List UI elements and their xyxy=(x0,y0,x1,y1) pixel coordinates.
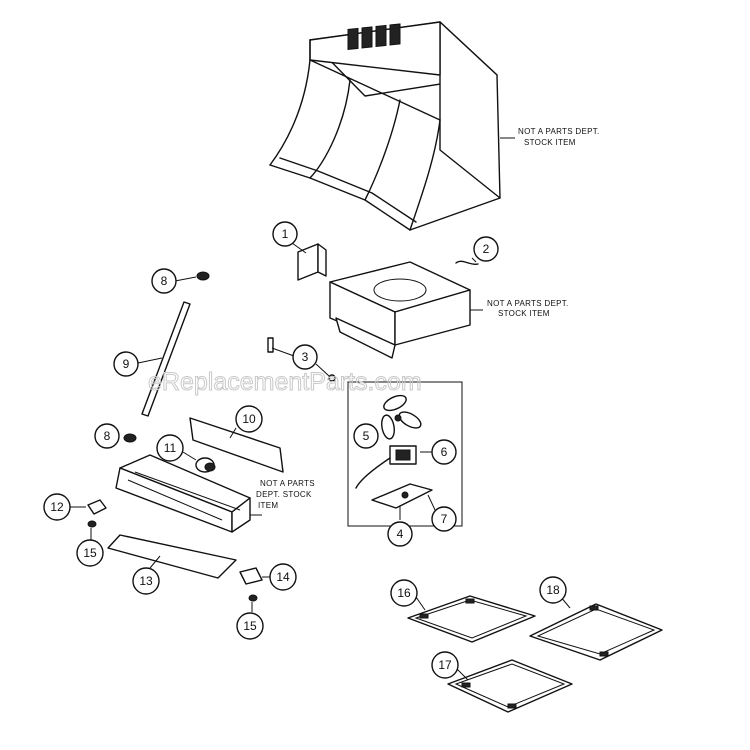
bracket-part-1 xyxy=(297,243,327,281)
callout-11: 11 xyxy=(156,434,184,462)
callout-1: 1 xyxy=(272,221,298,247)
callout-3: 3 xyxy=(292,344,318,370)
callout-label: 3 xyxy=(302,350,309,364)
callout-15-left: 15 xyxy=(76,539,104,567)
callout-label: 18 xyxy=(546,583,560,597)
callout-label: 1 xyxy=(282,227,289,241)
callout-14: 14 xyxy=(269,563,297,591)
callout-8-lower: 8 xyxy=(94,423,120,449)
rod-part-9 xyxy=(141,301,191,417)
blower-note-line1: NOT A PARTS DEPT. xyxy=(487,299,569,308)
filter-part-10 xyxy=(189,417,284,473)
callout-16: 16 xyxy=(390,579,418,607)
callout-17: 17 xyxy=(431,651,459,679)
callout-label: 8 xyxy=(104,429,111,443)
lower-note-line1: NOT A PARTS xyxy=(260,479,315,488)
plug-part-8-lower xyxy=(123,433,137,443)
bracket-part-14 xyxy=(239,567,263,585)
callout-18: 18 xyxy=(539,576,567,604)
callout-label: 5 xyxy=(363,429,370,443)
callout-6: 6 xyxy=(431,439,457,465)
filter-plate-part-17 xyxy=(447,659,573,713)
callout-label: 16 xyxy=(397,586,411,600)
filter-plate-part-16 xyxy=(407,595,536,643)
callout-label: 2 xyxy=(483,242,490,256)
callout-8-top: 8 xyxy=(151,268,177,294)
plug-part-8-top xyxy=(196,271,210,281)
callout-label: 15 xyxy=(243,619,257,633)
hood-note-line1: NOT A PARTS DEPT. xyxy=(518,127,600,136)
callout-label: 15 xyxy=(83,546,97,560)
callout-10: 10 xyxy=(235,405,263,433)
callout-label: 14 xyxy=(276,570,290,584)
hood-note-line2: STOCK ITEM xyxy=(524,138,576,147)
wire-part-2 xyxy=(455,260,479,266)
callout-label: 17 xyxy=(438,658,452,672)
mount-plate-part-7 xyxy=(371,483,433,509)
callout-label: 7 xyxy=(441,512,448,526)
screw-part-15-left xyxy=(87,520,97,528)
callout-label: 13 xyxy=(139,574,153,588)
switch-part-11 xyxy=(195,457,216,473)
screw-part-15-right xyxy=(248,594,258,602)
callout-7: 7 xyxy=(431,506,457,532)
callout-label: 9 xyxy=(123,357,130,371)
lower-note-line2: DEPT. STOCK xyxy=(256,490,312,499)
callout-label: 12 xyxy=(50,500,64,514)
callout-4: 4 xyxy=(387,521,413,547)
socket-part-12 xyxy=(87,499,107,515)
blower-housing-part xyxy=(329,261,483,359)
callout-9: 9 xyxy=(113,351,139,377)
clip-part-3 xyxy=(267,337,336,382)
fan-blade-part-5 xyxy=(381,394,422,440)
blower-note-line2: STOCK ITEM xyxy=(498,309,550,318)
callout-5: 5 xyxy=(353,423,379,449)
lower-housing-part xyxy=(115,454,262,533)
callout-2: 2 xyxy=(473,236,499,262)
callout-label: 11 xyxy=(164,441,177,455)
callout-label: 8 xyxy=(161,274,168,288)
motor-part-6 xyxy=(355,445,417,489)
lower-note-line3: ITEM xyxy=(258,501,278,510)
callout-label: 10 xyxy=(242,412,256,426)
callout-15-right: 15 xyxy=(236,612,264,640)
lens-panel-part-13 xyxy=(107,534,237,579)
callout-label: 6 xyxy=(441,445,448,459)
filter-plate-part-18 xyxy=(529,603,663,661)
range-hood-part xyxy=(269,21,515,231)
callout-12: 12 xyxy=(43,493,71,521)
callout-13: 13 xyxy=(132,567,160,595)
watermark-text: eReplacementParts.com xyxy=(148,368,422,396)
callout-label: 4 xyxy=(397,527,404,541)
